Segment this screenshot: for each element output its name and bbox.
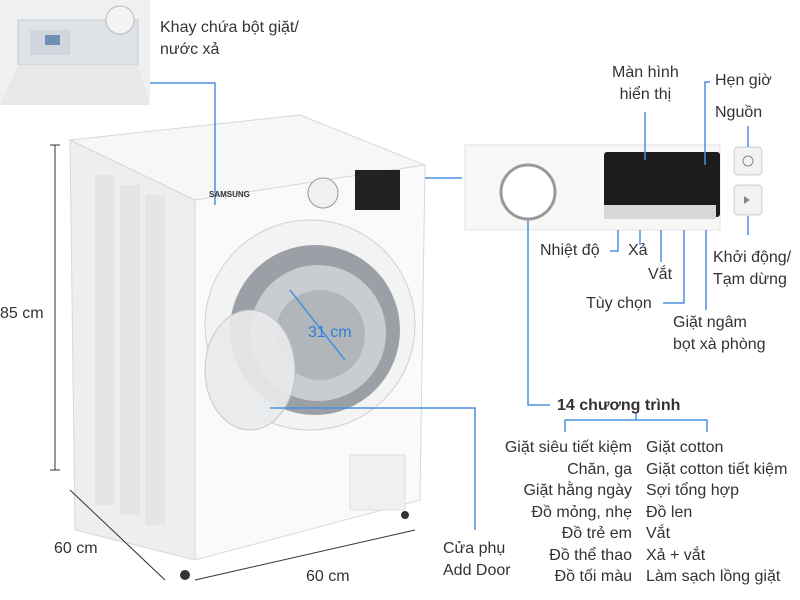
dimension-lines <box>50 144 416 581</box>
program-item: Xả + vắt <box>646 546 706 564</box>
rinse-label: Xả <box>628 242 648 259</box>
programs-title: 14 chương trình <box>557 397 681 414</box>
program-item: Giặt siêu tiết kiệm <box>504 439 632 456</box>
add-door-line2: Add Door <box>443 562 511 579</box>
drawer-label: Khay chứa bột giặt/ nước xả <box>160 17 299 61</box>
program-item: Đồ mỏng, nhẹ <box>531 503 632 521</box>
program-item: Đồ len <box>646 503 693 521</box>
display-label-line2: hiển thị <box>619 86 672 103</box>
display-label-line1: Màn hình <box>612 64 679 81</box>
program-item: Giặt hằng ngày <box>523 482 632 499</box>
power-label: Nguồn <box>715 104 763 121</box>
add-door-line1: Cửa phụ <box>443 540 506 557</box>
program-item: Đồ trẻ em <box>561 525 632 542</box>
program-item: Vắt <box>646 525 671 542</box>
depth-dimension: 60 cm <box>54 540 98 557</box>
program-item: Giặt cotton tiết kiệm <box>646 460 788 478</box>
bubble-soak-line1: Giặt ngâm <box>673 314 747 331</box>
control-panel-closeup <box>464 144 763 231</box>
program-item: Làm sạch lồng giặt <box>646 568 781 585</box>
door-diameter-label: 31 cm <box>308 324 352 341</box>
width-dimension: 60 cm <box>306 568 350 585</box>
add-door-label: Cửa phụ Add Door <box>443 538 511 582</box>
drawer-inset-photo <box>0 0 150 105</box>
program-item: Đồ thể thao <box>549 546 632 564</box>
program-item: Chăn, ga <box>567 460 632 478</box>
brand-logo: SAMSUNG <box>209 190 250 199</box>
start-pause-label: Khởi động/ Tạm dừng <box>713 247 791 291</box>
program-item: Đồ tối màu <box>554 568 632 585</box>
spin-label: Vắt <box>648 266 673 283</box>
program-item: Sợi tổng hợp <box>646 482 740 499</box>
timer-label: Hẹn giờ <box>715 72 772 89</box>
start-pause-line2: Tạm dừng <box>713 271 787 288</box>
drawer-label-line2: nước xả <box>160 41 220 58</box>
leader-lines <box>150 81 749 530</box>
programs-left-list: Giặt siêu tiết kiệm Chăn, ga Giặt hằng n… <box>505 437 632 588</box>
display-label: Màn hình hiển thị <box>612 62 679 106</box>
start-pause-line1: Khởi động/ <box>713 249 792 266</box>
washing-machine <box>68 114 427 580</box>
bubble-soak-label: Giặt ngâm bọt xà phòng <box>673 312 766 356</box>
height-dimension: 85 cm <box>0 305 44 322</box>
drawer-label-line1: Khay chứa bột giặt/ <box>160 19 299 36</box>
program-item: Giặt cotton <box>646 439 724 456</box>
bubble-soak-line2: bọt xà phòng <box>673 336 766 353</box>
programs-right-list: Giặt cotton Giặt cotton tiết kiệm Sợi tổ… <box>646 437 787 588</box>
temperature-label: Nhiệt độ <box>540 242 600 259</box>
options-label: Tùy chọn <box>586 295 652 312</box>
